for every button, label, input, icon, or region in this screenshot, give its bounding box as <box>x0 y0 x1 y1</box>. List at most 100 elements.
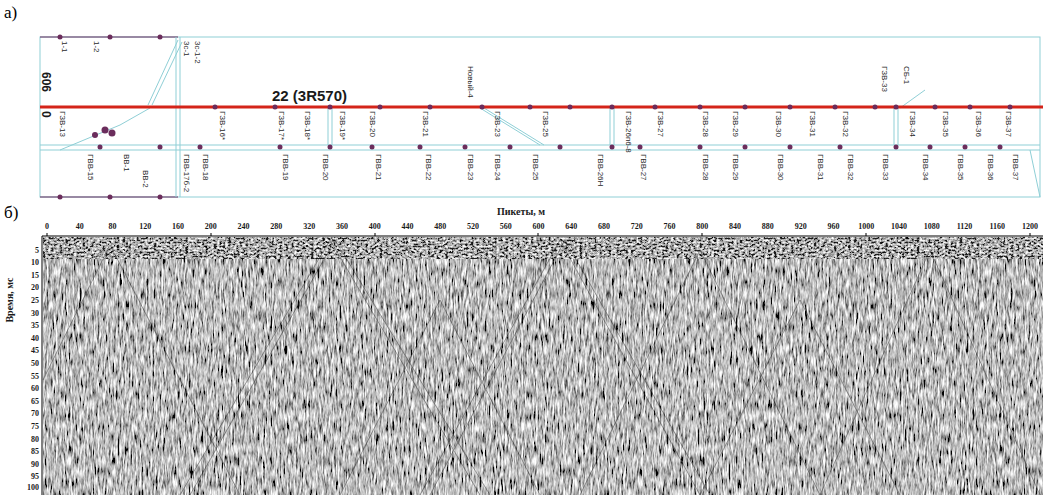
tick-label: 15 <box>31 272 39 280</box>
working-label: ГВВ-27 <box>639 154 647 181</box>
panel-letter: а) <box>4 4 17 21</box>
tick-label: 440 <box>401 223 413 231</box>
tick-label: 1200 <box>1022 223 1038 231</box>
tick-label: 920 <box>795 223 807 231</box>
working-label: ГВВ-37 <box>1011 154 1019 181</box>
working-label: ГВВ-25 <box>531 154 539 181</box>
working-label: ГЗВ-34 <box>908 111 916 137</box>
tick-label: 35 <box>31 322 39 330</box>
seismic-section <box>42 233 1043 495</box>
working-label: ГВВ-33 <box>881 154 889 181</box>
tick-label: 85 <box>31 448 39 456</box>
working-label: 1-1 <box>60 41 68 53</box>
tick-label: 400 <box>369 223 381 231</box>
working-label: 3с-1 <box>182 41 190 57</box>
working-label: ГЗВ-27 <box>656 111 664 137</box>
tick-label: 80 <box>109 223 117 231</box>
tick-label: 840 <box>729 223 741 231</box>
profile-number: 606 <box>40 72 52 92</box>
tick-label: 30 <box>31 310 39 318</box>
tick-label: 800 <box>696 223 708 231</box>
profile-name: 22 (3R570) <box>272 88 347 103</box>
working-label: ВВ-2 <box>141 170 149 188</box>
tick-label: 240 <box>238 223 250 231</box>
working-label: ГВВ-29 <box>731 154 739 181</box>
working-label: ГВВ-15 <box>86 154 94 181</box>
tick-label: 95 <box>31 473 39 481</box>
mine-plan <box>40 37 1040 197</box>
tick-label: 55 <box>31 373 39 381</box>
tick-label: 65 <box>31 398 39 406</box>
working-label: ГЗВ-20 <box>368 111 376 137</box>
tick-label: 90 <box>31 461 39 469</box>
working-label: ГЗВ-26п6-8 <box>624 111 632 153</box>
working-label: ГЗВ-35 <box>941 111 949 137</box>
working-label: ГЗВ-29 <box>731 111 739 137</box>
working-label: ГВВ-28 <box>701 154 709 181</box>
tick-label: 100 <box>27 484 39 492</box>
working-label: ГВВ-18 <box>201 154 209 181</box>
working-label: ГВВ-17б-2 <box>182 154 190 192</box>
working-label: ГЗВ-16* <box>218 111 226 140</box>
tick-label: 5 <box>35 247 39 255</box>
tick-label: 680 <box>598 223 610 231</box>
tick-label: 1040 <box>891 223 907 231</box>
tick-label: 50 <box>31 360 39 368</box>
tick-label: 45 <box>31 347 39 355</box>
tick-label: 60 <box>31 385 39 393</box>
tick-label: 520 <box>467 223 479 231</box>
working-label: ГВВ-24 <box>493 154 501 181</box>
working-label: ГЗВ-31 <box>808 111 816 137</box>
working-label: ГВВ-35 <box>956 154 964 181</box>
tick-label: 75 <box>31 423 39 431</box>
working-label: ГВВ-19 <box>281 154 289 181</box>
working-label: ГЗВ-18* <box>303 111 311 140</box>
working-label: ГВВ-31 <box>816 154 824 181</box>
tick-label: 20 <box>31 284 39 292</box>
working-label: ГВВ-26Н <box>596 154 604 186</box>
profile-number: 0 <box>40 111 52 118</box>
tick-label: 640 <box>565 223 577 231</box>
working-label: ГЗВ-28 <box>701 111 709 137</box>
tick-label: 960 <box>827 223 839 231</box>
tick-label: 760 <box>664 223 676 231</box>
working-label: Новый-4 <box>466 66 474 98</box>
working-label: ВВ-1 <box>122 154 130 172</box>
tick-label: 25 <box>31 297 39 305</box>
tick-label: 600 <box>533 223 545 231</box>
working-label: ГЗВ-30 <box>774 111 782 137</box>
tick-label: 1120 <box>957 223 973 231</box>
tick-label: 720 <box>631 223 643 231</box>
working-label: ГВВ-23 <box>466 154 474 181</box>
working-label: ГВВ-21 <box>374 154 382 181</box>
tick-label: 320 <box>303 223 315 231</box>
working-label: СБ-1 <box>902 66 910 84</box>
tick-label: 70 <box>31 410 39 418</box>
working-label: ГВВ-34 <box>921 154 929 181</box>
working-label: ГВВ-22 <box>424 154 432 181</box>
working-label: ГЗВ-17* <box>277 111 285 140</box>
tick-label: 160 <box>172 223 184 231</box>
working-label: ГЗВ-23 <box>493 111 501 137</box>
working-label: ГВВ-36 <box>986 154 994 181</box>
working-label: ГЗВ-19* <box>338 111 346 140</box>
panel-letter: б) <box>4 204 18 221</box>
tick-label: 1080 <box>924 223 940 231</box>
tick-label: 40 <box>76 223 84 231</box>
tick-label: 880 <box>762 223 774 231</box>
survey-points <box>58 35 1013 200</box>
working-label: ГЗВ-33 <box>880 66 888 92</box>
working-label: 1-2 <box>92 41 100 53</box>
tick-label: 480 <box>434 223 446 231</box>
tick-label: 10 <box>31 259 39 267</box>
working-label: ГЗВ-13 <box>58 111 66 137</box>
tick-label: 200 <box>205 223 217 231</box>
tick-label: 0 <box>45 223 49 231</box>
tick-label: 1160 <box>989 223 1005 231</box>
profile-line <box>40 106 1043 109</box>
axis-title: Время, мс <box>5 277 15 322</box>
tick-label: 280 <box>270 223 282 231</box>
working-label: ГВВ-30 <box>776 154 784 181</box>
axis-title: Пикеты, м <box>497 207 545 217</box>
tick-label: 560 <box>500 223 512 231</box>
